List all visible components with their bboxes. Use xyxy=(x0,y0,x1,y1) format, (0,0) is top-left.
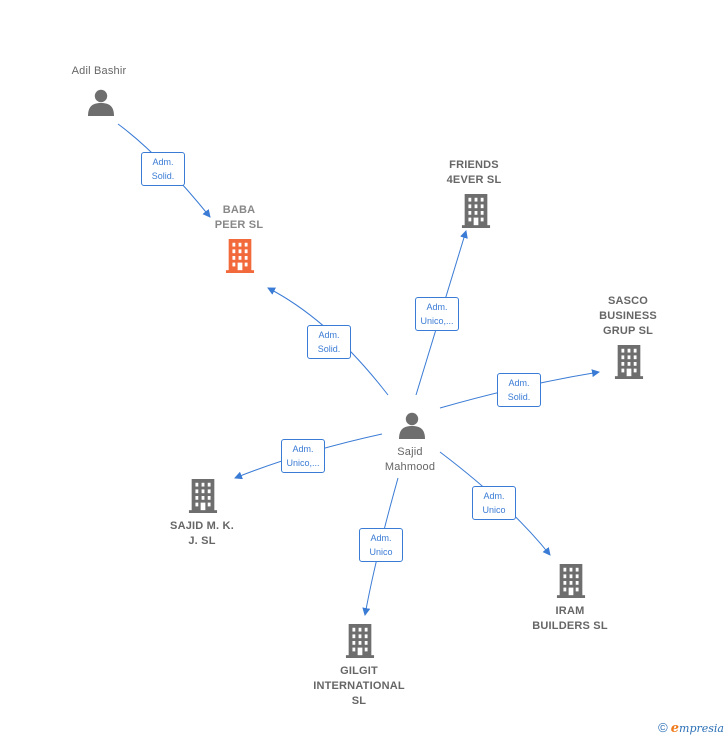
node-label-friends[interactable]: FRIENDS 4EVER SL xyxy=(446,159,502,186)
relation-label-sajid-baba[interactable]: Adm. Solid. xyxy=(307,325,351,359)
building-icon[interactable] xyxy=(556,564,586,598)
building-icon[interactable] xyxy=(225,239,255,273)
person-icon[interactable] xyxy=(399,412,425,439)
brand-initial: e xyxy=(670,721,680,736)
building-icon[interactable] xyxy=(188,479,218,513)
relation-label-sajid-iram[interactable]: Adm. Unico xyxy=(472,486,516,520)
building-icon[interactable] xyxy=(345,624,375,658)
building-icon[interactable] xyxy=(461,194,491,228)
node-label-gilgit[interactable]: GILGIT INTERNATIONAL SL xyxy=(313,665,405,707)
relation-label-adil-baba[interactable]: Adm. Solid. xyxy=(141,152,185,186)
node-label-baba[interactable]: BABA PEER SL xyxy=(214,204,264,231)
relation-label-sajid-sasco[interactable]: Adm. Solid. xyxy=(497,373,541,407)
relation-label-sajid-sajidmk[interactable]: Adm. Unico,... xyxy=(281,439,325,473)
node-label-sajidmk[interactable]: SAJID M. K. J. SL xyxy=(170,520,234,547)
copyright-icon: © xyxy=(658,720,668,735)
node-label-iram[interactable]: IRAM BUILDERS SL xyxy=(532,605,608,632)
relation-label-sajid-gilgit[interactable]: Adm. Unico xyxy=(359,528,403,562)
person-icon[interactable] xyxy=(88,89,114,116)
footer-brand: ©empresia xyxy=(658,720,724,736)
building-icon[interactable] xyxy=(614,345,644,379)
node-label-adil[interactable]: Adil Bashir xyxy=(71,65,127,77)
node-label-sajid[interactable]: Sajid Mahmood xyxy=(384,446,436,473)
brand-name: mpresia xyxy=(679,722,724,735)
node-label-sasco[interactable]: SASCO BUSINESS GRUP SL xyxy=(599,295,657,337)
relation-label-sajid-friends[interactable]: Adm. Unico,... xyxy=(415,297,459,331)
